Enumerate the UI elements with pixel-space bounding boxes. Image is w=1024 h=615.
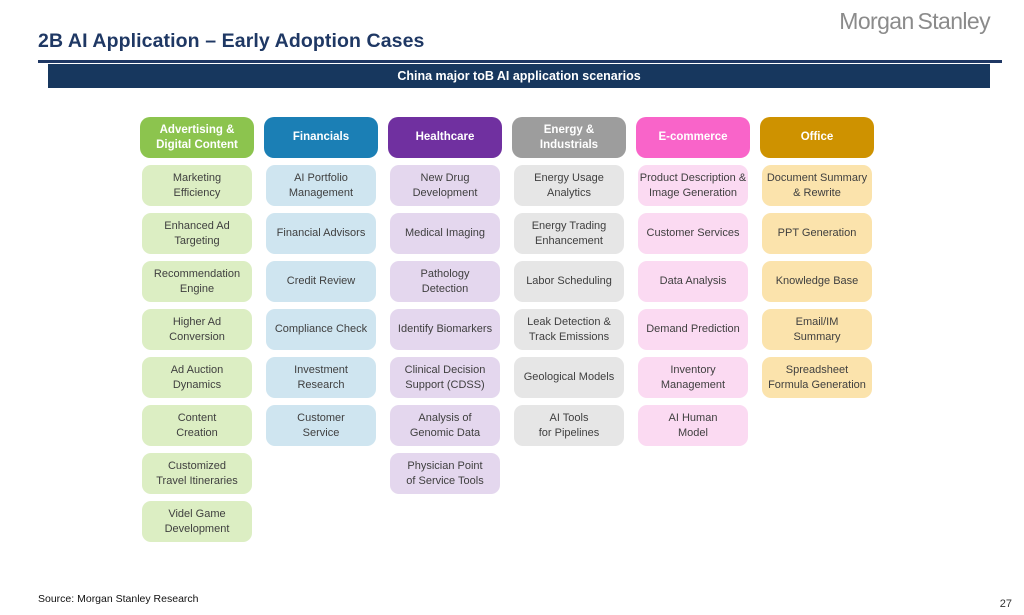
- scenario-cell: Higher Ad Conversion: [142, 309, 252, 350]
- scenario-cell: Clinical Decision Support (CDSS): [390, 357, 500, 398]
- scenario-cell: Medical Imaging: [390, 213, 500, 254]
- scenario-cell: Geological Models: [514, 357, 624, 398]
- scenario-cell: Videl Game Development: [142, 501, 252, 542]
- scenario-cell: Ad Auction Dynamics: [142, 357, 252, 398]
- scenario-cell: Energy Trading Enhancement: [514, 213, 624, 254]
- title-underline: [38, 60, 1002, 63]
- scenario-cell: Marketing Efficiency: [142, 165, 252, 206]
- banner-heading: China major toB AI application scenarios: [48, 64, 990, 88]
- scenario-cell: Document Summary & Rewrite: [762, 165, 872, 206]
- scenario-cell: Knowledge Base: [762, 261, 872, 302]
- scenario-cell: New Drug Development: [390, 165, 500, 206]
- scenario-cell: AI Tools for Pipelines: [514, 405, 624, 446]
- scenario-cell: Energy Usage Analytics: [514, 165, 624, 206]
- scenario-cell: Product Description & Image Generation: [638, 165, 748, 206]
- scenario-cell: Customized Travel Itineraries: [142, 453, 252, 494]
- scenario-cell: Spreadsheet Formula Generation: [762, 357, 872, 398]
- scenario-cell: Analysis of Genomic Data: [390, 405, 500, 446]
- scenario-cell: AI Human Model: [638, 405, 748, 446]
- scenario-cell: Recommendation Engine: [142, 261, 252, 302]
- scenario-cell: Customer Services: [638, 213, 748, 254]
- category-header: Office: [760, 117, 874, 158]
- source-note: Source: Morgan Stanley Research: [38, 593, 199, 605]
- page-title: 2B AI Application – Early Adoption Cases: [38, 30, 425, 52]
- scenario-cell: Inventory Management: [638, 357, 748, 398]
- scenario-cell: Physician Point of Service Tools: [390, 453, 500, 494]
- scenario-cell: Identify Biomarkers: [390, 309, 500, 350]
- category-header: E-commerce: [636, 117, 750, 158]
- scenario-cell: Leak Detection & Track Emissions: [514, 309, 624, 350]
- scenario-cell: Data Analysis: [638, 261, 748, 302]
- scenario-cell: Credit Review: [266, 261, 376, 302]
- category-header: Advertising & Digital Content: [140, 117, 254, 158]
- scenario-cell: Customer Service: [266, 405, 376, 446]
- scenario-cell: Demand Prediction: [638, 309, 748, 350]
- scenario-cell: Financial Advisors: [266, 213, 376, 254]
- scenario-cell: Pathology Detection: [390, 261, 500, 302]
- scenario-cell: AI Portfolio Management: [266, 165, 376, 206]
- scenario-cell: PPT Generation: [762, 213, 872, 254]
- category-header: Healthcare: [388, 117, 502, 158]
- page-number: 27: [999, 598, 1012, 610]
- category-header: Financials: [264, 117, 378, 158]
- morgan-stanley-logo: Morgan Stanley: [839, 8, 990, 34]
- scenario-cell: Compliance Check: [266, 309, 376, 350]
- scenario-cell: Content Creation: [142, 405, 252, 446]
- scenario-cell: Labor Scheduling: [514, 261, 624, 302]
- scenario-cell: Enhanced Ad Targeting: [142, 213, 252, 254]
- scenario-cell: Email/IM Summary: [762, 309, 872, 350]
- scenario-cell: Investment Research: [266, 357, 376, 398]
- category-header: Energy & Industrials: [512, 117, 626, 158]
